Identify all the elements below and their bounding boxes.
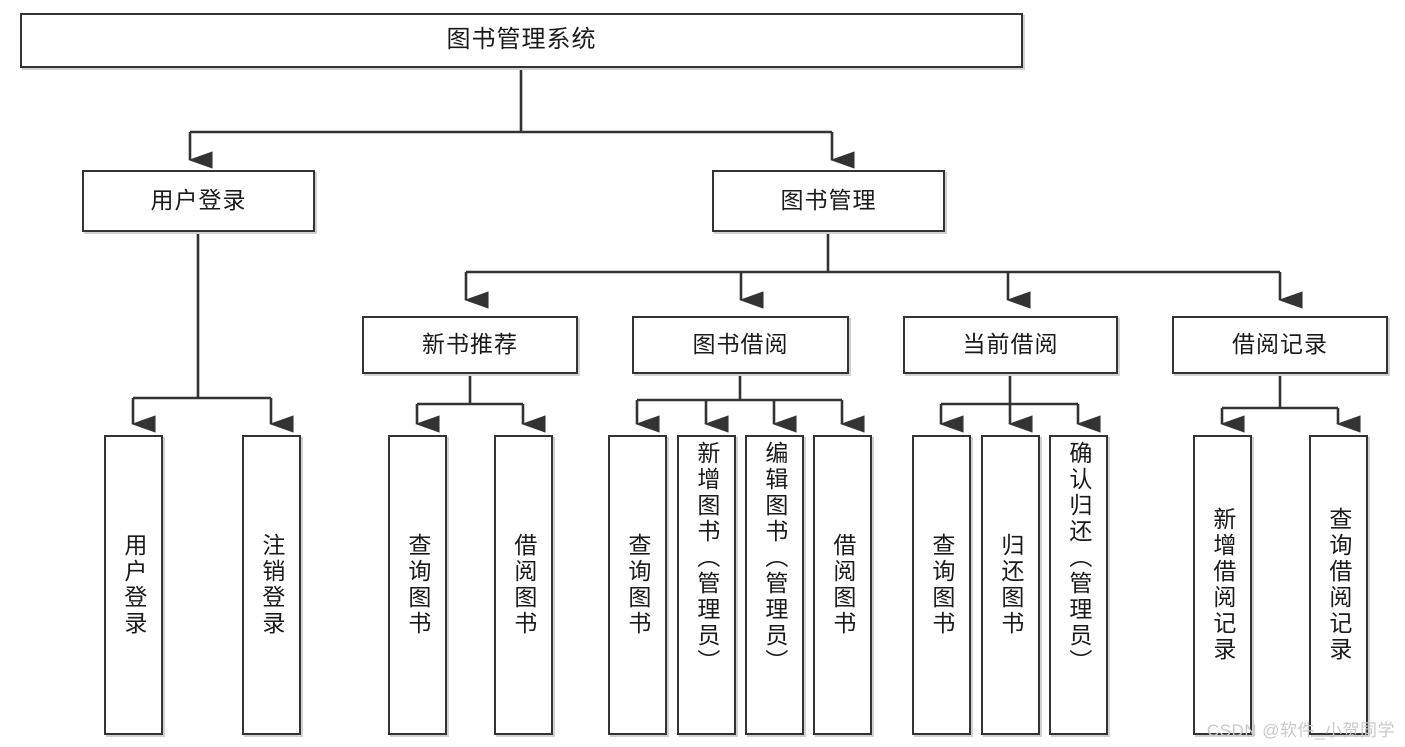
- node-label: 编辑图书（管理员）: [761, 441, 788, 675]
- node-label: 借阅记录: [1232, 331, 1328, 358]
- node-book-borrowing[interactable]: 图书借阅: [632, 316, 849, 374]
- leaf-add-book-admin[interactable]: 新增图书（管理员）: [677, 435, 736, 735]
- node-label: 当前借阅: [962, 331, 1059, 358]
- node-label: 图书管理: [780, 187, 877, 214]
- leaf-text-wrap: 查询图书: [610, 437, 665, 733]
- leaf-text-wrap: 新增图书（管理员）: [679, 437, 734, 737]
- leaf-text-wrap: 编辑图书（管理员）: [747, 437, 802, 737]
- leaf-edit-book-admin[interactable]: 编辑图书（管理员）: [745, 435, 804, 735]
- leaf-text-wrap: 用户登录: [106, 437, 161, 733]
- node-label: 借阅图书: [829, 533, 856, 637]
- leaf-text-wrap: 归还图书: [983, 437, 1038, 733]
- leaf-borrow-books-borrowing[interactable]: 借阅图书: [813, 435, 872, 735]
- node-root-library-management-system[interactable]: 图书管理系统: [20, 13, 1023, 68]
- leaf-text-wrap: 新增借阅记录: [1195, 437, 1250, 733]
- leaf-confirm-return-admin[interactable]: 确认归还（管理员）: [1049, 435, 1108, 735]
- leaf-return-books[interactable]: 归还图书: [981, 435, 1040, 735]
- node-label: 新增借阅记录: [1209, 507, 1236, 663]
- node-new-book-recommendation[interactable]: 新书推荐: [362, 316, 578, 374]
- node-label: 查询图书: [624, 533, 651, 637]
- leaf-text-wrap: 查询图书: [390, 437, 445, 733]
- leaf-text-wrap: 查询借阅记录: [1311, 437, 1366, 733]
- node-current-borrowing[interactable]: 当前借阅: [903, 316, 1118, 374]
- node-label: 借阅图书: [510, 533, 537, 637]
- node-user-login[interactable]: 用户登录: [82, 170, 315, 232]
- leaf-query-borrow-record[interactable]: 查询借阅记录: [1309, 435, 1368, 735]
- node-label: 用户登录: [120, 533, 147, 637]
- node-label: 注销登录: [258, 533, 285, 637]
- leaf-query-books-current[interactable]: 查询图书: [912, 435, 971, 735]
- leaf-add-borrow-record[interactable]: 新增借阅记录: [1193, 435, 1252, 735]
- leaf-text-wrap: 注销登录: [244, 437, 299, 733]
- node-borrowing-records[interactable]: 借阅记录: [1172, 316, 1388, 374]
- leaf-query-books-borrowing[interactable]: 查询图书: [608, 435, 667, 735]
- node-label: 图书借阅: [692, 331, 789, 358]
- node-label: 确认归还（管理员）: [1065, 441, 1092, 675]
- leaf-text-wrap: 借阅图书: [815, 437, 870, 733]
- leaf-borrow-books-recommendation[interactable]: 借阅图书: [494, 435, 553, 735]
- leaf-query-books-recommendation[interactable]: 查询图书: [388, 435, 447, 735]
- node-label: 新增图书（管理员）: [693, 441, 720, 675]
- node-label: 新书推荐: [422, 331, 518, 358]
- leaf-text-wrap: 借阅图书: [496, 437, 551, 733]
- node-label: 用户登录: [150, 187, 247, 214]
- leaf-text-wrap: 确认归还（管理员）: [1051, 437, 1106, 737]
- node-label: 查询借阅记录: [1325, 507, 1352, 663]
- node-label: 图书管理系统: [446, 26, 597, 54]
- csdn-watermark: CSDN @软件_小贺同学: [1206, 721, 1395, 740]
- node-label: 查询图书: [928, 533, 955, 637]
- leaf-logout[interactable]: 注销登录: [242, 435, 301, 735]
- node-book-management[interactable]: 图书管理: [712, 170, 945, 232]
- leaf-text-wrap: 查询图书: [914, 437, 969, 733]
- node-label: 归还图书: [997, 533, 1024, 637]
- leaf-user-login[interactable]: 用户登录: [104, 435, 163, 735]
- node-label: 查询图书: [404, 533, 431, 637]
